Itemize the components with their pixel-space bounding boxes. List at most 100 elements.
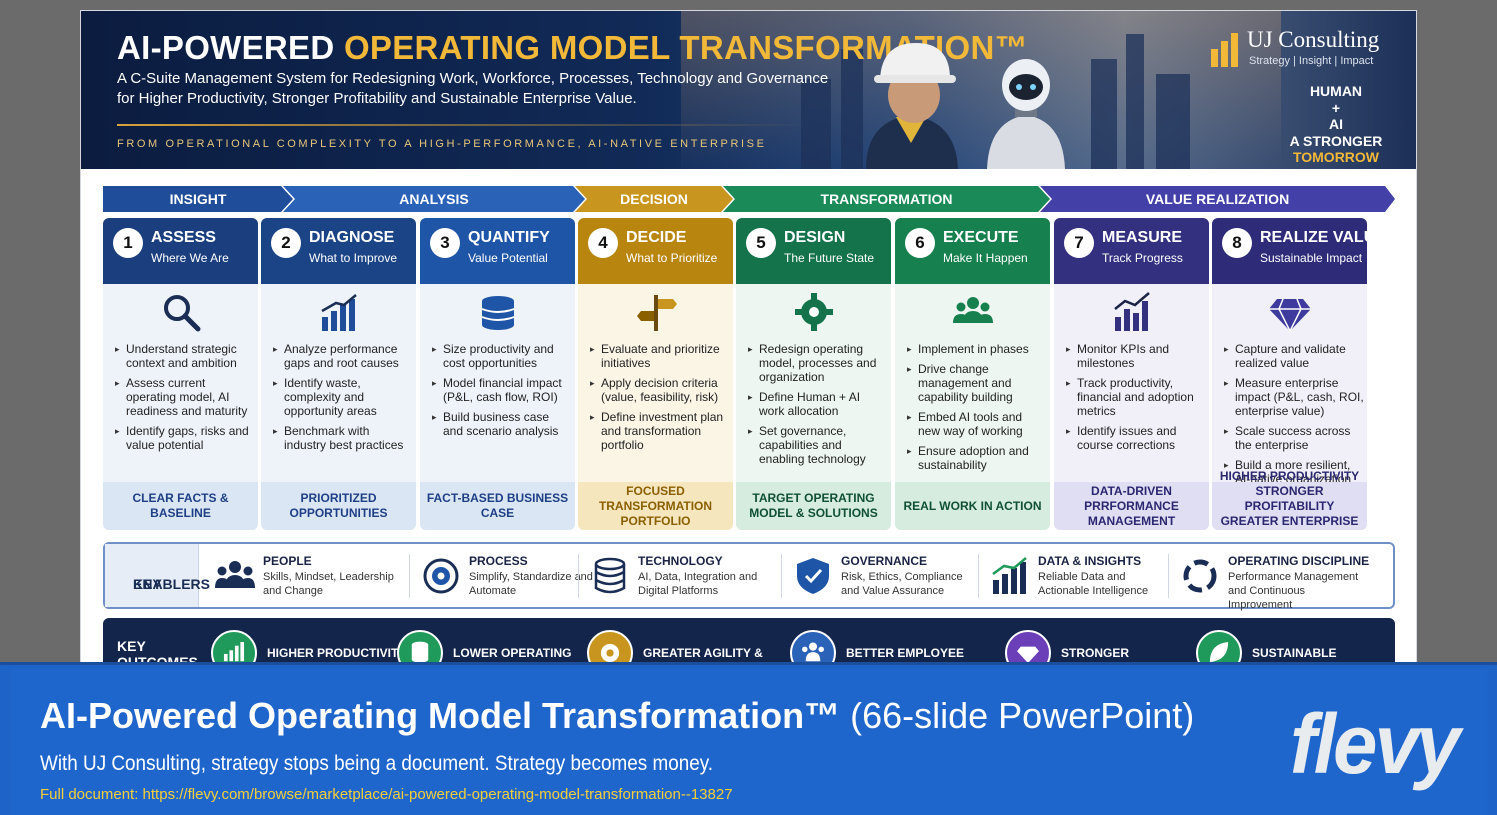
step-outcome: FACT-BASED BUSINESS CASE <box>420 482 575 530</box>
step-bullet: Set governance, capabilities and enablin… <box>748 424 888 466</box>
step-body: Analyze performance gaps and root causes… <box>261 284 416 482</box>
gear-icon <box>795 293 833 331</box>
step-bullet: Measure enterprise impact (P&L, cash, RO… <box>1224 376 1364 418</box>
skyline-building <box>1091 59 1117 169</box>
step-bullet: Ensure adoption and sustainability <box>907 444 1047 472</box>
product-tagline: With UJ Consulting, strategy stops being… <box>40 752 714 775</box>
step-subtitle: What to Improve <box>309 251 398 265</box>
robot-illustration <box>987 59 1065 169</box>
step-outcome: PRIORITIZED OPPORTUNITIES <box>261 482 416 530</box>
step-number: 7 <box>1064 228 1094 258</box>
flevy-logo[interactable]: flevy <box>1290 697 1461 791</box>
phase-insight: INSIGHT <box>103 186 293 212</box>
enabler-divider <box>409 554 410 598</box>
step-number: 3 <box>430 228 460 258</box>
enabler-description: Performance Management and Continuous Im… <box>1228 571 1359 611</box>
step-body: Capture and validate realized valueMeasu… <box>1212 284 1367 486</box>
enabler-divider <box>578 554 579 598</box>
step-outcome: TARGET OPERATING MODEL & SOLUTIONS <box>736 482 891 530</box>
step-bullets: Implement in phasesDrive change manageme… <box>907 342 1047 478</box>
bar-growth-icon <box>321 294 357 331</box>
step-number: 5 <box>746 228 776 258</box>
enabler-divider <box>1168 554 1169 598</box>
skyline-building <box>841 49 863 169</box>
step-bullet: Build business case and scenario analysi… <box>432 410 572 438</box>
step-title: QUANTIFY <box>468 229 550 246</box>
step-outcome: DATA-DRIVEN PRRFORMANCE MANAGEMENT <box>1054 482 1209 530</box>
step-number: 6 <box>905 228 935 258</box>
step-body: Redesign operating model, processes and … <box>736 284 891 482</box>
step-bullet: Apply decision criteria (value, feasibil… <box>590 376 730 404</box>
enabler-description: Risk, Ethics, Compliance and Value Assur… <box>841 571 963 597</box>
step-body: Monitor KPIs and milestonesTrack product… <box>1054 284 1209 482</box>
human-ai-slogan: HUMAN + AI A STRONGER TOMORROW <box>1289 83 1383 165</box>
diamond-icon <box>1269 298 1311 333</box>
step-bullet: Identify issues and course corrections <box>1066 424 1206 452</box>
banner-inner: AI-Powered Operating Model Transformatio… <box>10 669 1487 815</box>
step-outcome: HIGHER PRODUCTIVITY STRONGER PROFITABILI… <box>1212 469 1367 530</box>
step-title: EXECUTE <box>943 229 1019 246</box>
team-icon <box>953 297 993 323</box>
enabler-title: DATA & INSIGHTS <box>1038 554 1142 568</box>
step-bullet: Define Human + AI work allocation <box>748 390 888 418</box>
phase-decision: DECISION <box>575 186 733 212</box>
hero-subtitle: A C-Suite Management System for Redesign… <box>117 70 829 107</box>
step-bullets: Evaluate and prioritize initiativesApply… <box>590 342 730 458</box>
step-bullet: Drive change management and capability b… <box>907 362 1047 404</box>
step-bullet: Monitor KPIs and milestones <box>1066 342 1206 370</box>
step-header: 6 EXECUTE Make It Happen <box>895 218 1050 284</box>
uj-consulting-logo: UJ Consulting Strategy | Insight | Impac… <box>1211 27 1391 77</box>
step-bullets: Redesign operating model, processes and … <box>748 342 888 472</box>
gold-divider <box>117 124 807 126</box>
step-bullet: Define investment plan and transformatio… <box>590 410 730 452</box>
skyline-building <box>1156 74 1190 169</box>
enabler-divider <box>781 554 782 598</box>
product-title: AI-Powered Operating Model Transformatio… <box>40 695 1195 736</box>
worker-illustration <box>866 43 958 169</box>
signpost-icon <box>637 295 677 331</box>
enabler-item: OPERATING DISCIPLINE Performance Manageme… <box>1180 544 1380 611</box>
step-subtitle: Make It Happen <box>943 251 1028 265</box>
step-6-column: 6 EXECUTE Make It HappenImplement in phase… <box>895 218 1050 530</box>
step-bullet: Identify gaps, risks and value potential <box>115 424 255 452</box>
document-link[interactable]: Full document: https://flevy.com/browse/… <box>40 786 733 803</box>
step-subtitle: Track Progress <box>1102 251 1183 265</box>
step-title: DESIGN <box>784 229 846 246</box>
step-bullet: Redesign operating model, processes and … <box>748 342 888 384</box>
step-bullet: Track productivity, financial and adopti… <box>1066 376 1206 418</box>
enabler-title: OPERATING DISCIPLINE <box>1228 554 1370 568</box>
step-outcome: REAL WORK IN ACTION <box>895 482 1050 530</box>
step-bullet: Assess current operating model, AI readi… <box>115 376 255 418</box>
skyline-building <box>1126 34 1144 169</box>
phase-bar: INSIGHT ANALYSIS DECISION TRANSFORMATION… <box>103 186 1395 212</box>
enabler-title: TECHNOLOGY <box>638 554 723 568</box>
coin-stack-icon <box>481 296 515 330</box>
phase-transformation: TRANSFORMATION <box>723 186 1050 212</box>
hero-banner: AI-POWERED OPERATING MODEL TRANSFORMATIO… <box>81 11 1416 169</box>
brand-tagline: Strategy | Insight | Impact <box>1249 55 1374 67</box>
step-outcome: CLEAR FACTS & BASELINE <box>103 482 258 530</box>
shield-icon <box>797 558 829 594</box>
step-bullet: Embed AI tools and new way of working <box>907 410 1047 438</box>
step-bullets: Analyze performance gaps and root causes… <box>273 342 413 458</box>
step-bullet: Identify waste, complexity and opportuni… <box>273 376 413 418</box>
enabler-title: PEOPLE <box>263 554 312 568</box>
brand-mark-icon <box>1211 33 1238 67</box>
people-icon <box>215 561 255 588</box>
